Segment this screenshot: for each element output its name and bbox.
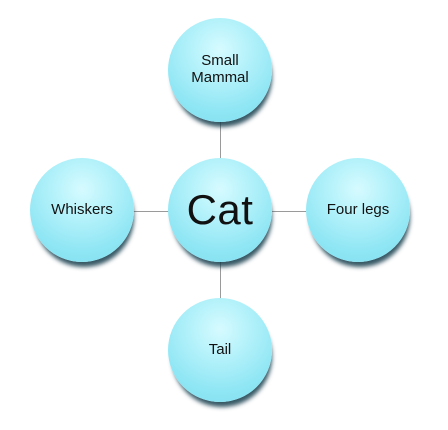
node-whiskers-label: Whiskers <box>51 200 113 218</box>
node-cat-label: Cat <box>186 186 254 234</box>
node-four-legs: Four legs <box>306 158 410 262</box>
connector-left <box>126 211 170 212</box>
node-small-mammal: Small Mammal <box>168 18 272 122</box>
node-small-mammal-label: Small Mammal <box>191 52 249 86</box>
node-tail-label: Tail <box>208 340 232 358</box>
node-whiskers: Whiskers <box>30 158 134 262</box>
node-four-legs-label: Four legs <box>326 200 390 218</box>
connector-right <box>272 211 306 212</box>
connector-top <box>220 120 221 170</box>
node-tail: Tail <box>168 298 272 402</box>
connector-bottom <box>220 260 221 310</box>
node-cat: Cat <box>168 158 272 262</box>
